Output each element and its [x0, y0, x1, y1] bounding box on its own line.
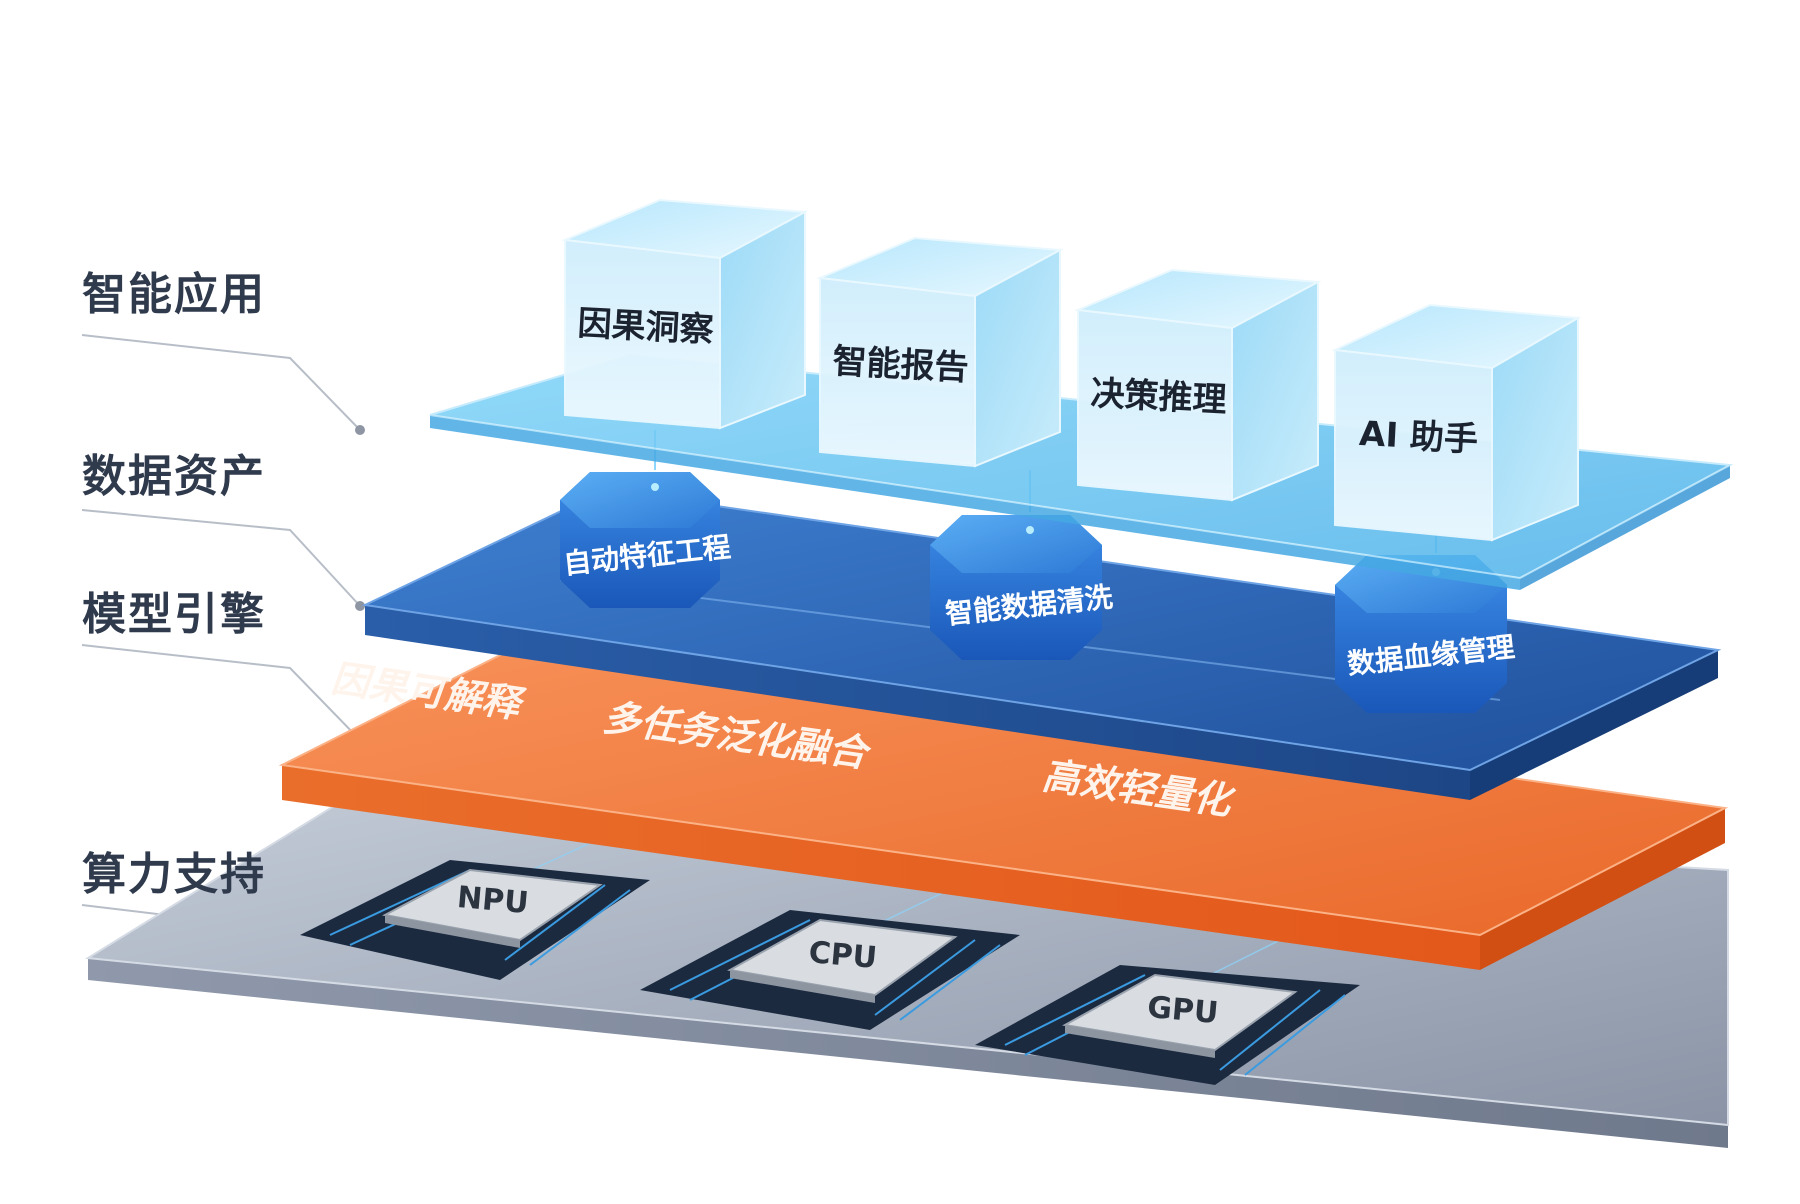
app-cube-smart-report: 智能报告 [816, 236, 1064, 468]
app-cube-decision-reasoning: 决策推理 [1074, 268, 1322, 502]
app-cube-ai-assistant: AI 助手 [1331, 303, 1582, 542]
guide-line-engine [81, 644, 361, 741]
app-label-causal-insight: 因果洞察 [577, 303, 715, 350]
guide-line-assets [81, 509, 361, 607]
chip-cpu: CPU [640, 910, 1020, 1030]
asset-cylinder-cleaning: 智能数据清洗 [930, 470, 1114, 660]
chip-label-npu: NPU [456, 880, 530, 921]
chip-label-gpu: GPU [1146, 990, 1220, 1031]
app-label-ai-assistant: AI 助手 [1358, 414, 1479, 460]
guide-dot-app [355, 425, 365, 435]
app-label-decision-reasoning: 决策推理 [1090, 373, 1228, 420]
chip-gpu: GPU [975, 965, 1360, 1085]
chip-label-cpu: CPU [807, 935, 878, 976]
layer-label-compute: 算力支持 [82, 849, 266, 900]
layer-label-data-assets: 数据资产 [82, 451, 266, 502]
layer-label-applications: 智能应用 [82, 269, 266, 320]
app-label-smart-report: 智能报告 [832, 341, 970, 388]
guide-line-app [81, 334, 361, 431]
guide-dot-assets [355, 601, 365, 611]
app-cube-causal-insight: 因果洞察 [561, 198, 809, 430]
layer-label-model-engine: 模型引擎 [82, 589, 266, 640]
engine-plate: 因果可解释 多任务泛化融合 高效轻量化 [278, 638, 1729, 970]
chip-npu: NPU [300, 860, 650, 980]
